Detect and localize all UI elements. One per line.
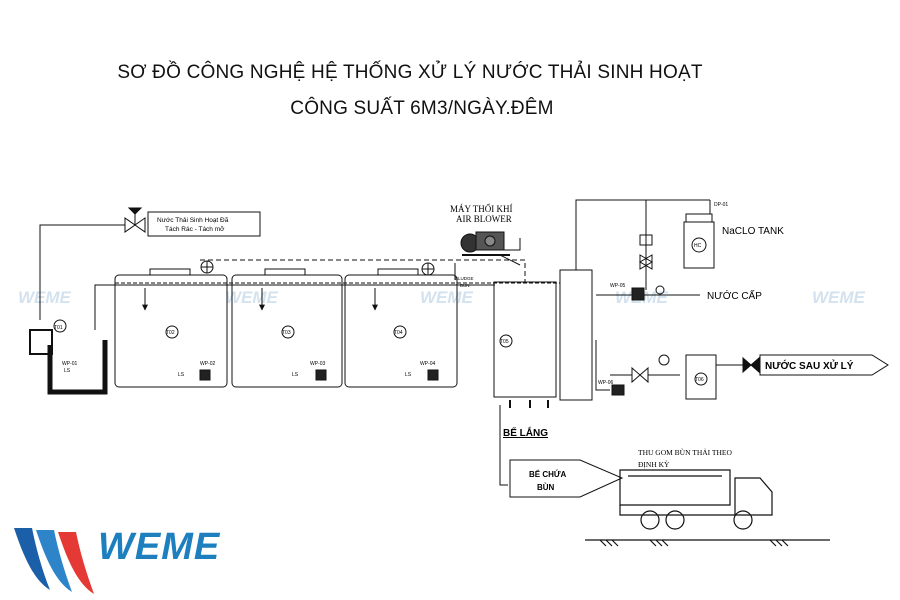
tank-t03 [231,268,343,388]
air-blower-icon [460,231,521,256]
diagram-title-line1: SƠ ĐỒ CÔNG NGHỆ HỆ THỐNG XỬ LÝ NƯỚC THẢI… [117,62,703,83]
thu-gom-label-2: ĐỊNH KỲ [638,459,670,469]
watermark-1: WEME [18,288,72,307]
ls-label-3: LS [292,372,299,378]
tank-t02 [114,260,228,388]
thu-gom-label-1: THU GOM BÙN THẢI THEO [638,447,732,457]
be-chua-bun-label-2: BÙN [537,483,555,492]
wp04-label: WP-04 [420,361,436,367]
sludge-truck-icon [585,469,830,547]
wp06-label: WP-06 [598,380,614,386]
tank-t01-label: T01 [54,325,63,331]
inlet-line [39,207,261,320]
wp02-label: WP-02 [200,361,216,367]
weme-logo-icon [14,528,94,594]
outlet-line [595,340,889,400]
ls-label-2: LS [178,372,185,378]
inlet-label-line1: Nước Thải Sinh Hoạt Đã [157,217,229,224]
nuoc-sau-xu-ly-label: NƯỚC SAU XỬ LÝ [765,359,854,372]
tank-t06-label: T06 [695,377,704,383]
hc-label: HC [694,243,702,249]
ls-label-1: LS [64,368,71,374]
be-chua-bun-label-1: BỂ CHỨA [529,470,567,479]
watermark-3: WEME [420,288,474,307]
sludge-label-1: SLUDGE [455,276,474,281]
tank-t04-label: T04 [394,330,403,336]
sludge-line [499,405,624,498]
tank-t05-label: T05 [500,339,509,345]
watermark-5: WEME [812,288,866,307]
blower-label-en: AIR BLOWER [456,214,512,224]
main-piping [94,254,560,330]
sludge-label-2: BÙN [460,282,470,288]
tank-t04 [344,262,458,388]
wp03-label: WP-03 [310,361,326,367]
be-lang-label: BỂ LẮNG [503,426,548,439]
nuoc-cap-label: NƯỚC CẤP [707,289,762,302]
wp01-label: WP-01 [62,361,78,367]
naclo-tank-label: NaCLO TANK [722,226,784,237]
chemical-dosing-line [575,199,715,290]
diagram-title-line2: CÔNG SUẤT 6M3/NGÀY.ĐÊM [290,98,554,119]
clean-water-line [596,285,700,301]
blower-label-vn: MÁY THỔI KHÍ [450,204,513,214]
tank-t01 [29,319,108,395]
tank-t03-label: T03 [282,330,291,336]
weme-logo-text: WEME [98,526,221,568]
dp01-label: DP-01 [714,202,728,208]
watermark-2: WEME [225,288,279,307]
wp05-label: WP-05 [610,283,626,289]
ls-label-4: LS [405,372,412,378]
tank-t02-label: T02 [166,330,175,336]
inlet-label-line2: Tách Rác - Tách mỡ [165,226,225,233]
settling-tank-t05 [493,269,593,408]
